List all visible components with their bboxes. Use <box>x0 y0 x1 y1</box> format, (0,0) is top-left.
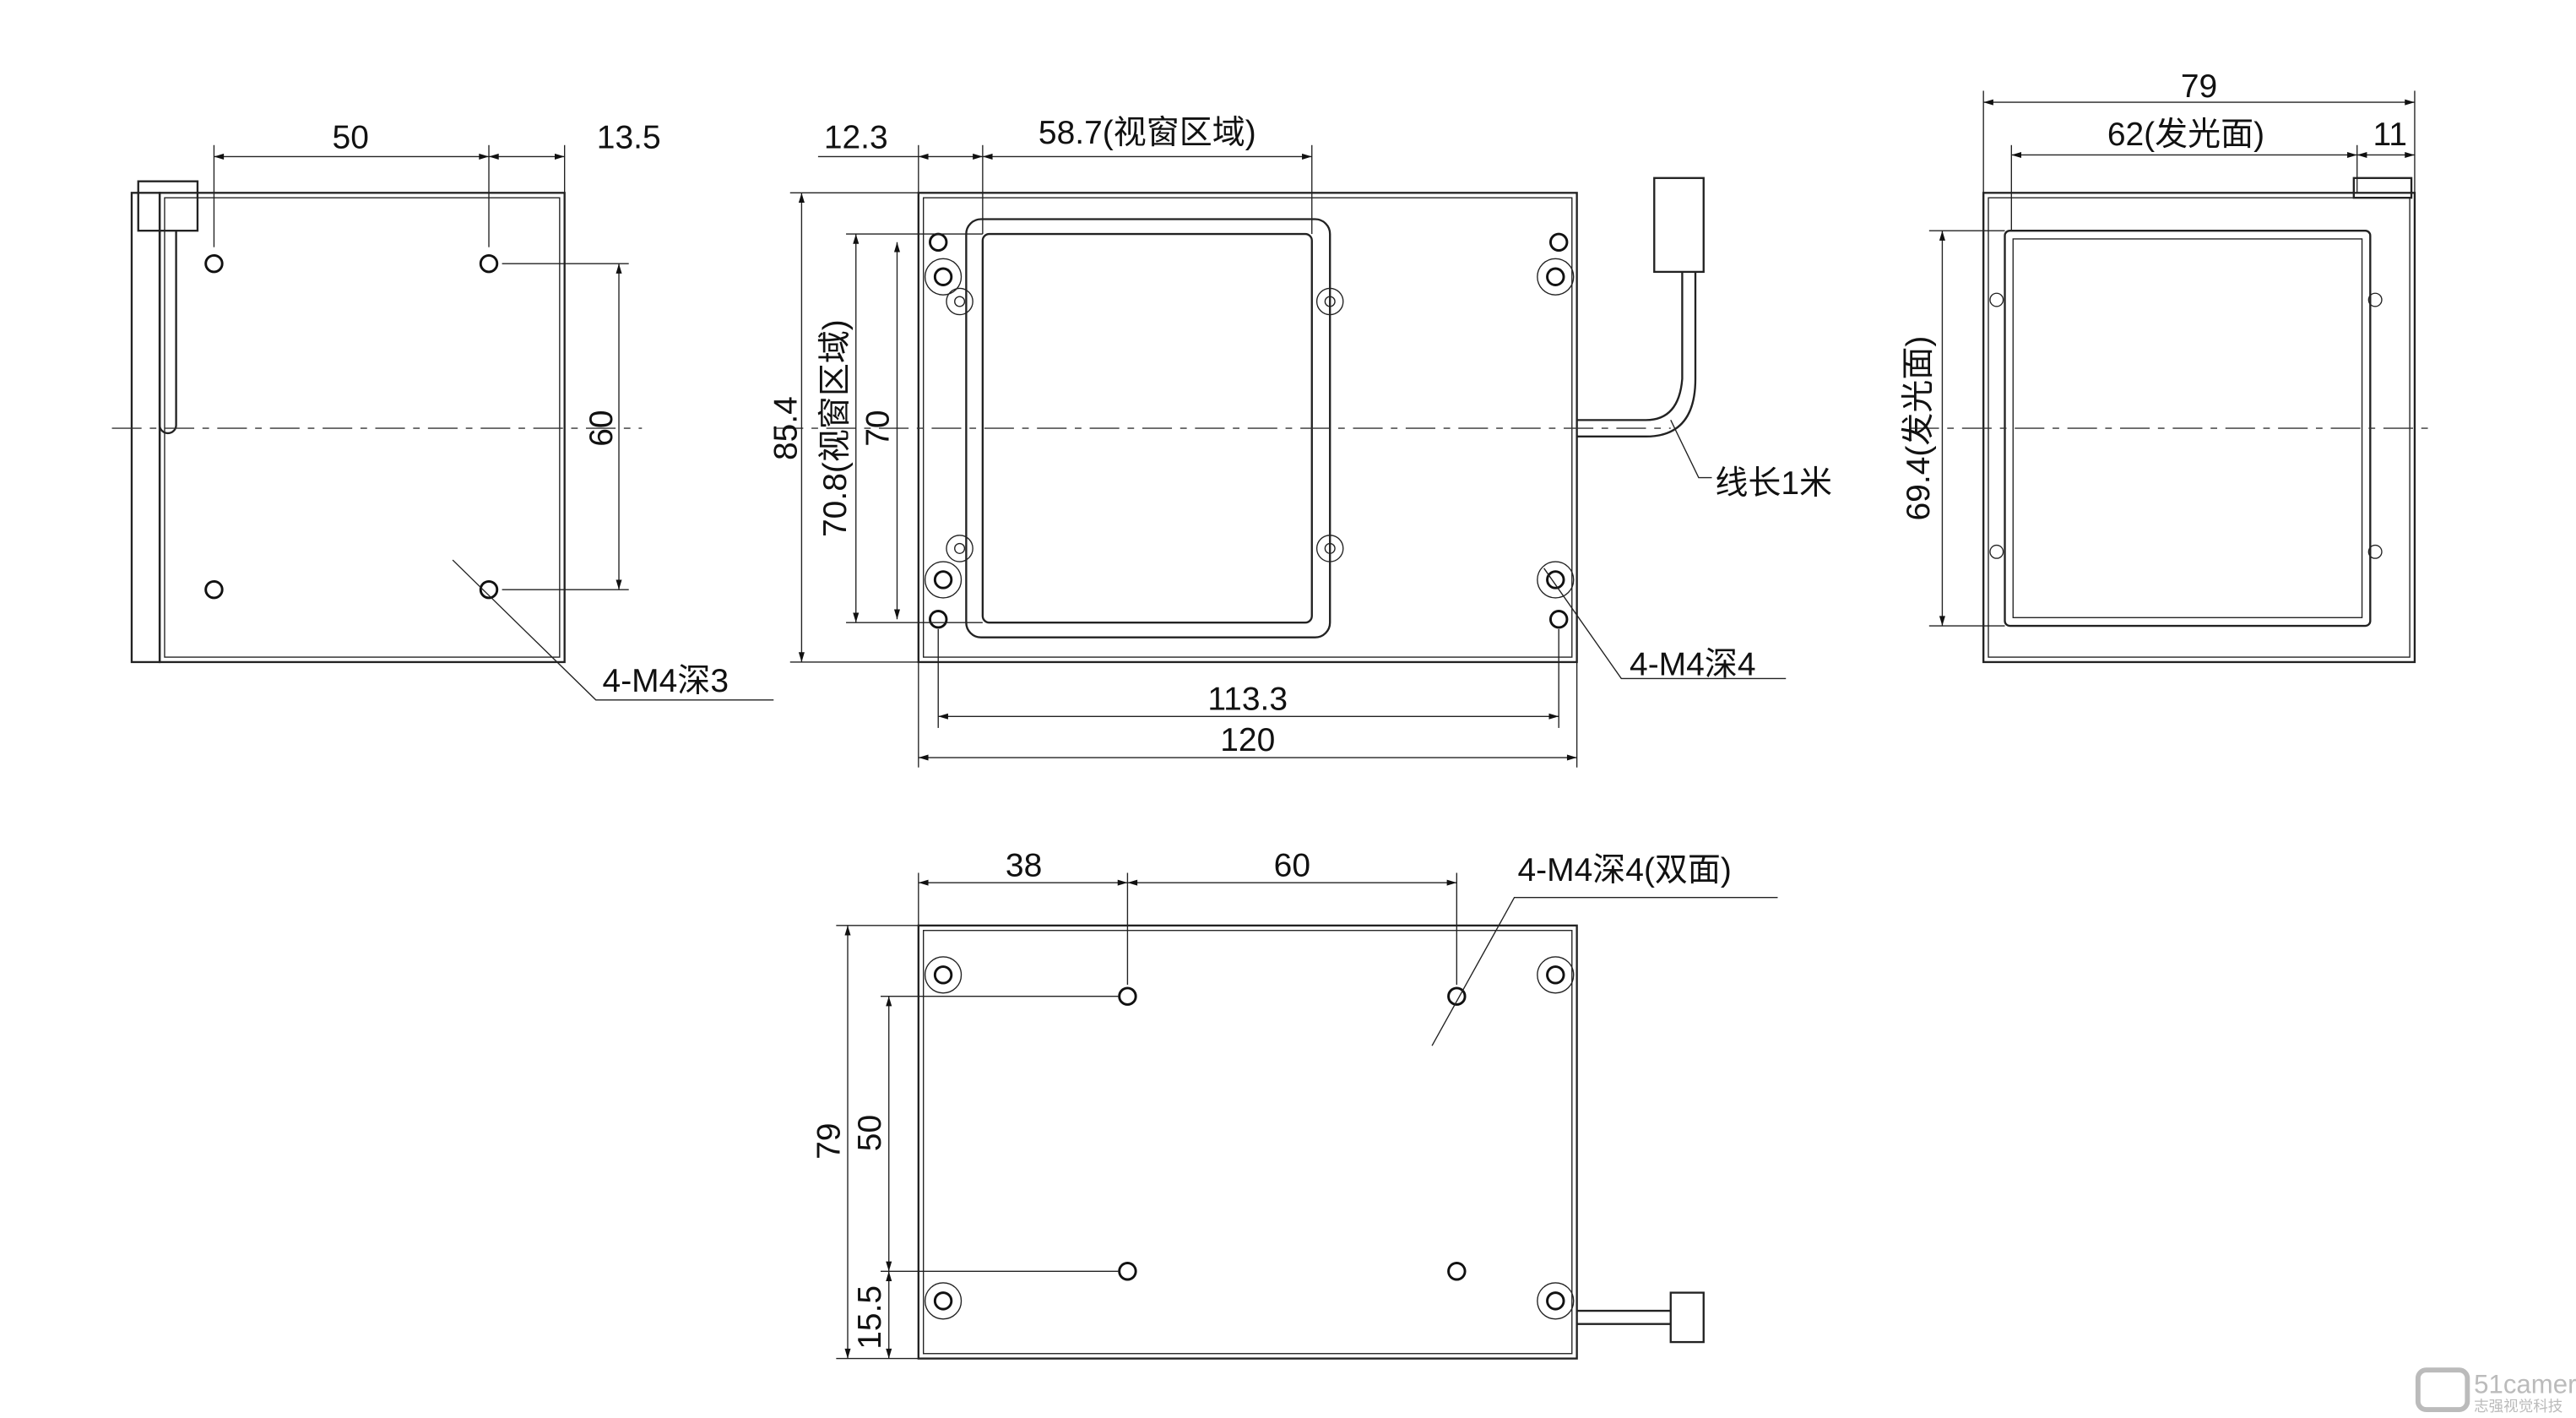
dim-62: 62(发光面) <box>2107 117 2264 153</box>
bottom-view: 38 60 4-M4深4(双面) 79 50 15.5 <box>811 847 1778 1360</box>
dim-70: 70 <box>860 410 897 446</box>
side-view: 50 13.5 60 4-M4深3 <box>111 120 774 701</box>
dim-69-4: 69.4(发光面) <box>1901 336 1937 521</box>
dim-11: 11 <box>2373 117 2406 153</box>
end-view: 79 62(发光面) 11 69.4(发光面) <box>1901 68 2437 664</box>
hole-note: 4-M4深4 <box>1630 647 1756 683</box>
cable <box>158 231 177 435</box>
camera-logo-icon <box>2415 1367 2470 1412</box>
hole-note: 4-M4深4(双面) <box>1517 852 1731 888</box>
hole-note: 4-M4深3 <box>603 663 729 699</box>
dim-79: 79 <box>2181 68 2217 105</box>
dim-60: 60 <box>583 410 620 446</box>
connector-icon <box>137 180 199 232</box>
dim-58-7: 58.7(视窗区域) <box>1039 115 1256 151</box>
dim-85-4: 85.4 <box>768 396 805 460</box>
dim-70-8: 70.8(视窗区域) <box>817 319 854 537</box>
connector-icon <box>1653 177 1705 274</box>
cable-length-note: 线长1米 <box>1715 465 1832 502</box>
dim-50: 50 <box>333 120 369 156</box>
dim-79: 79 <box>811 1123 847 1160</box>
front-view: 12.3 58.7(视窗区域) 85.4 70.8(视窗区域) 70 113.3… <box>768 115 1832 768</box>
connector-icon <box>1669 1291 1705 1344</box>
cable <box>1576 271 1697 438</box>
watermark-brand: 51camera <box>2474 1370 2576 1399</box>
dim-13-5: 13.5 <box>597 120 661 156</box>
connector-icon <box>2352 177 2413 199</box>
dim-60: 60 <box>1274 847 1310 883</box>
dim-113-3: 113.3 <box>1207 681 1288 717</box>
watermark-subtitle: 志强视觉科技 <box>2474 1398 2562 1415</box>
watermark-logo: 51camera 志强视觉科技 <box>2415 1367 2576 1415</box>
dim-15-5: 15.5 <box>852 1285 888 1350</box>
dim-12-3: 12.3 <box>824 120 888 156</box>
dim-50: 50 <box>852 1115 888 1151</box>
dim-120: 120 <box>1220 722 1275 758</box>
cable <box>1576 1309 1671 1325</box>
dim-38: 38 <box>1006 847 1042 883</box>
